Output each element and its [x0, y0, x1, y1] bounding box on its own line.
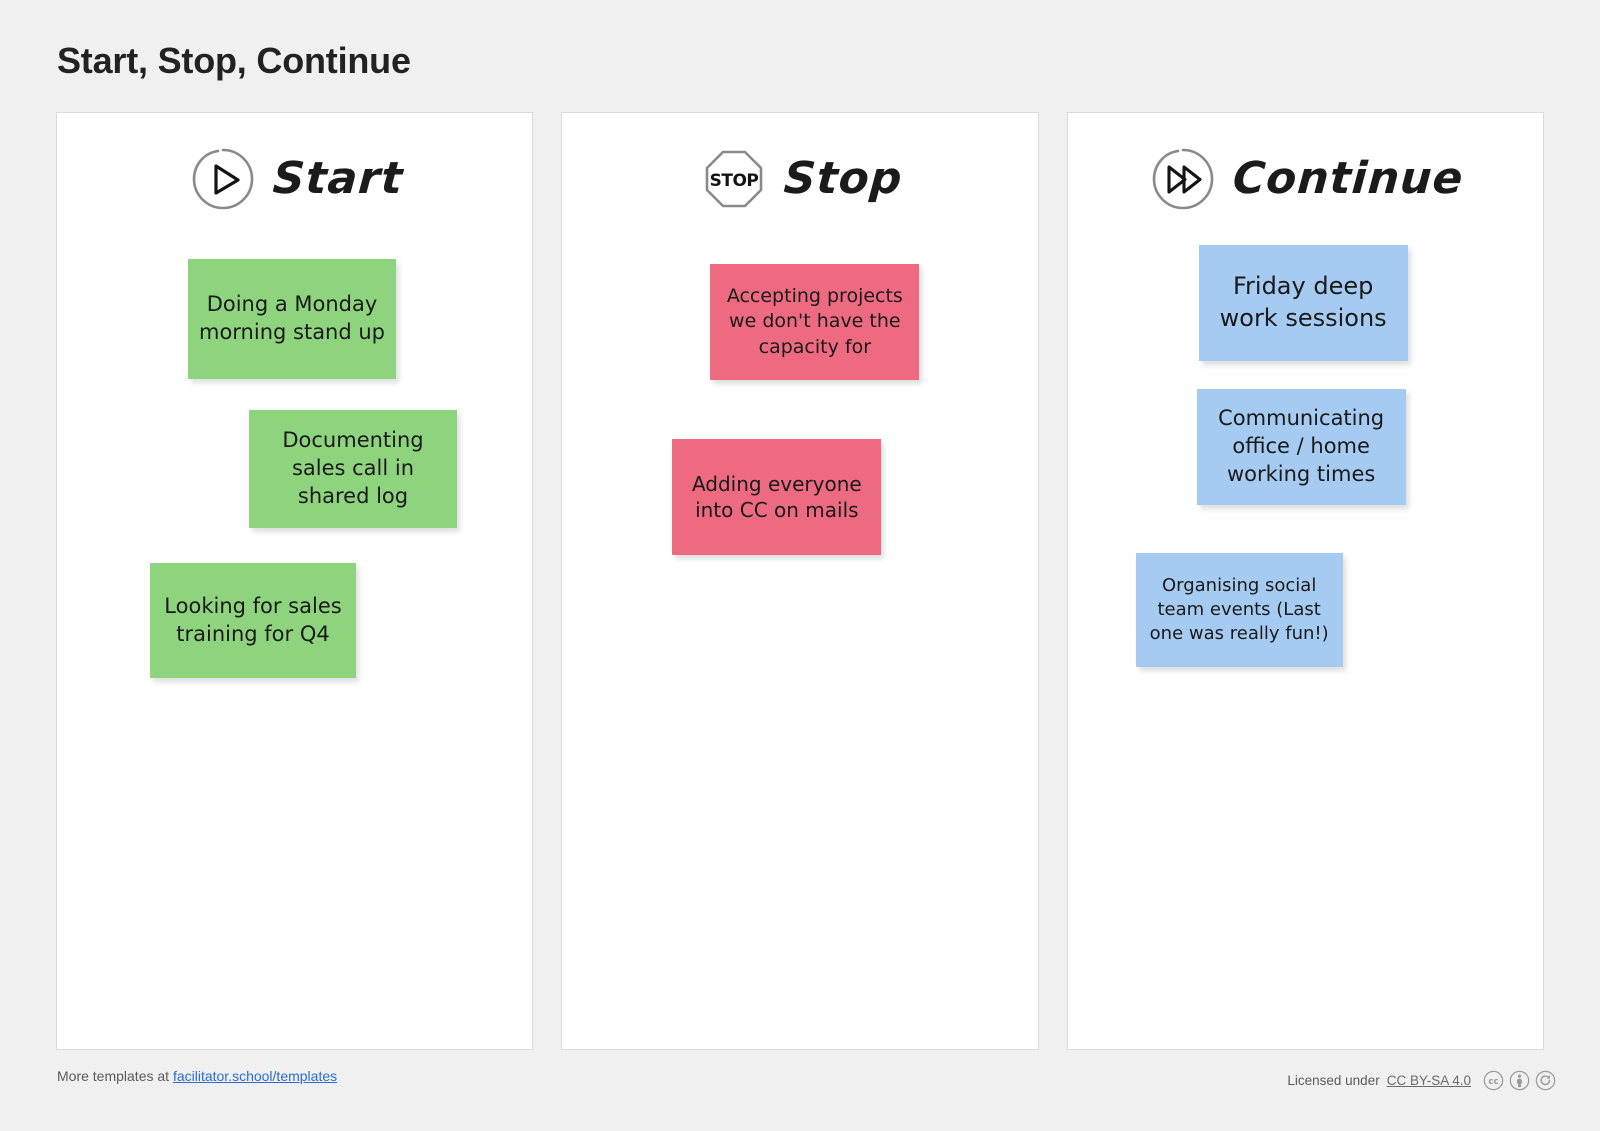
sticky-note[interactable]: Doing a Monday morning stand up [188, 259, 396, 379]
column-header-stop: STOP Stop [562, 141, 1037, 217]
footer: More templates at facilitator.school/tem… [0, 1056, 1600, 1116]
license-link[interactable]: CC BY-SA 4.0 [1386, 1073, 1471, 1088]
sticky-note[interactable]: Organising social team events (Last one … [1135, 553, 1343, 667]
footer-templates-prefix: More templates at [57, 1068, 173, 1084]
by-person-icon [1509, 1070, 1530, 1091]
license-prefix: Licensed under [1287, 1073, 1380, 1088]
sticky-note-text: Organising social team events (Last one … [1149, 575, 1329, 644]
sticky-note[interactable]: Communicating office / home working time… [1196, 389, 1406, 505]
sticky-note-text: Looking for sales training for Q4 [164, 593, 342, 646]
stop-sign-icon: STOP [698, 143, 770, 215]
sticky-note-text: Doing a Monday morning stand up [198, 292, 386, 344]
footer-templates-link[interactable]: facilitator.school/templates [172, 1068, 338, 1084]
sticky-note-text: Accepting projects we don't have the cap… [726, 285, 903, 358]
notes-area-start: Doing a Monday morning stand up Document… [57, 233, 532, 1049]
svg-text:STOP: STOP [709, 171, 758, 191]
column-title-stop: Stop [782, 153, 905, 204]
sticky-note-text: Adding everyone into CC on mails [691, 471, 862, 522]
cc-icon: cc [1483, 1070, 1504, 1091]
notes-area-continue: Friday deep work sessions Communicating … [1068, 233, 1543, 1049]
sticky-note[interactable]: Friday deep work sessions [1198, 245, 1408, 361]
sa-share-alike-icon [1535, 1070, 1556, 1091]
sticky-note[interactable]: Documenting sales call in shared log [249, 410, 457, 528]
sticky-note[interactable]: Adding everyone into CC on mails [672, 439, 882, 555]
footer-license: Licensed under CC BY-SA 4.0 cc [1287, 1070, 1556, 1091]
board: Start Doing a Monday morning stand up Do… [56, 112, 1544, 1050]
sticky-note-text: Documenting sales call in shared log [282, 428, 424, 508]
notes-area-stop: Accepting projects we don't have the cap… [562, 233, 1037, 1049]
fast-forward-circle-icon [1147, 143, 1219, 215]
column-header-continue: Continue [1068, 141, 1543, 217]
sticky-note[interactable]: Accepting projects we don't have the cap… [710, 264, 920, 380]
column-start: Start Doing a Monday morning stand up Do… [56, 112, 534, 1050]
svg-text:cc: cc [1488, 1077, 1498, 1087]
column-title-continue: Continue [1231, 153, 1466, 204]
footer-templates-text: More templates at facilitator.school/tem… [57, 1068, 337, 1084]
page-title: Start, Stop, Continue [57, 40, 411, 81]
play-circle-icon [187, 143, 259, 215]
sticky-note-text: Friday deep work sessions [1219, 272, 1387, 332]
cc-badges: cc [1483, 1070, 1556, 1091]
column-continue: Continue Friday deep work sessions Commu… [1066, 112, 1544, 1050]
sticky-note-text: Communicating office / home working time… [1218, 406, 1385, 486]
column-header-start: Start [57, 141, 532, 217]
column-title-start: Start [270, 153, 405, 204]
sticky-note[interactable]: Looking for sales training for Q4 [150, 563, 356, 678]
column-stop: STOP Stop Accepting projects we don't ha… [561, 112, 1039, 1050]
